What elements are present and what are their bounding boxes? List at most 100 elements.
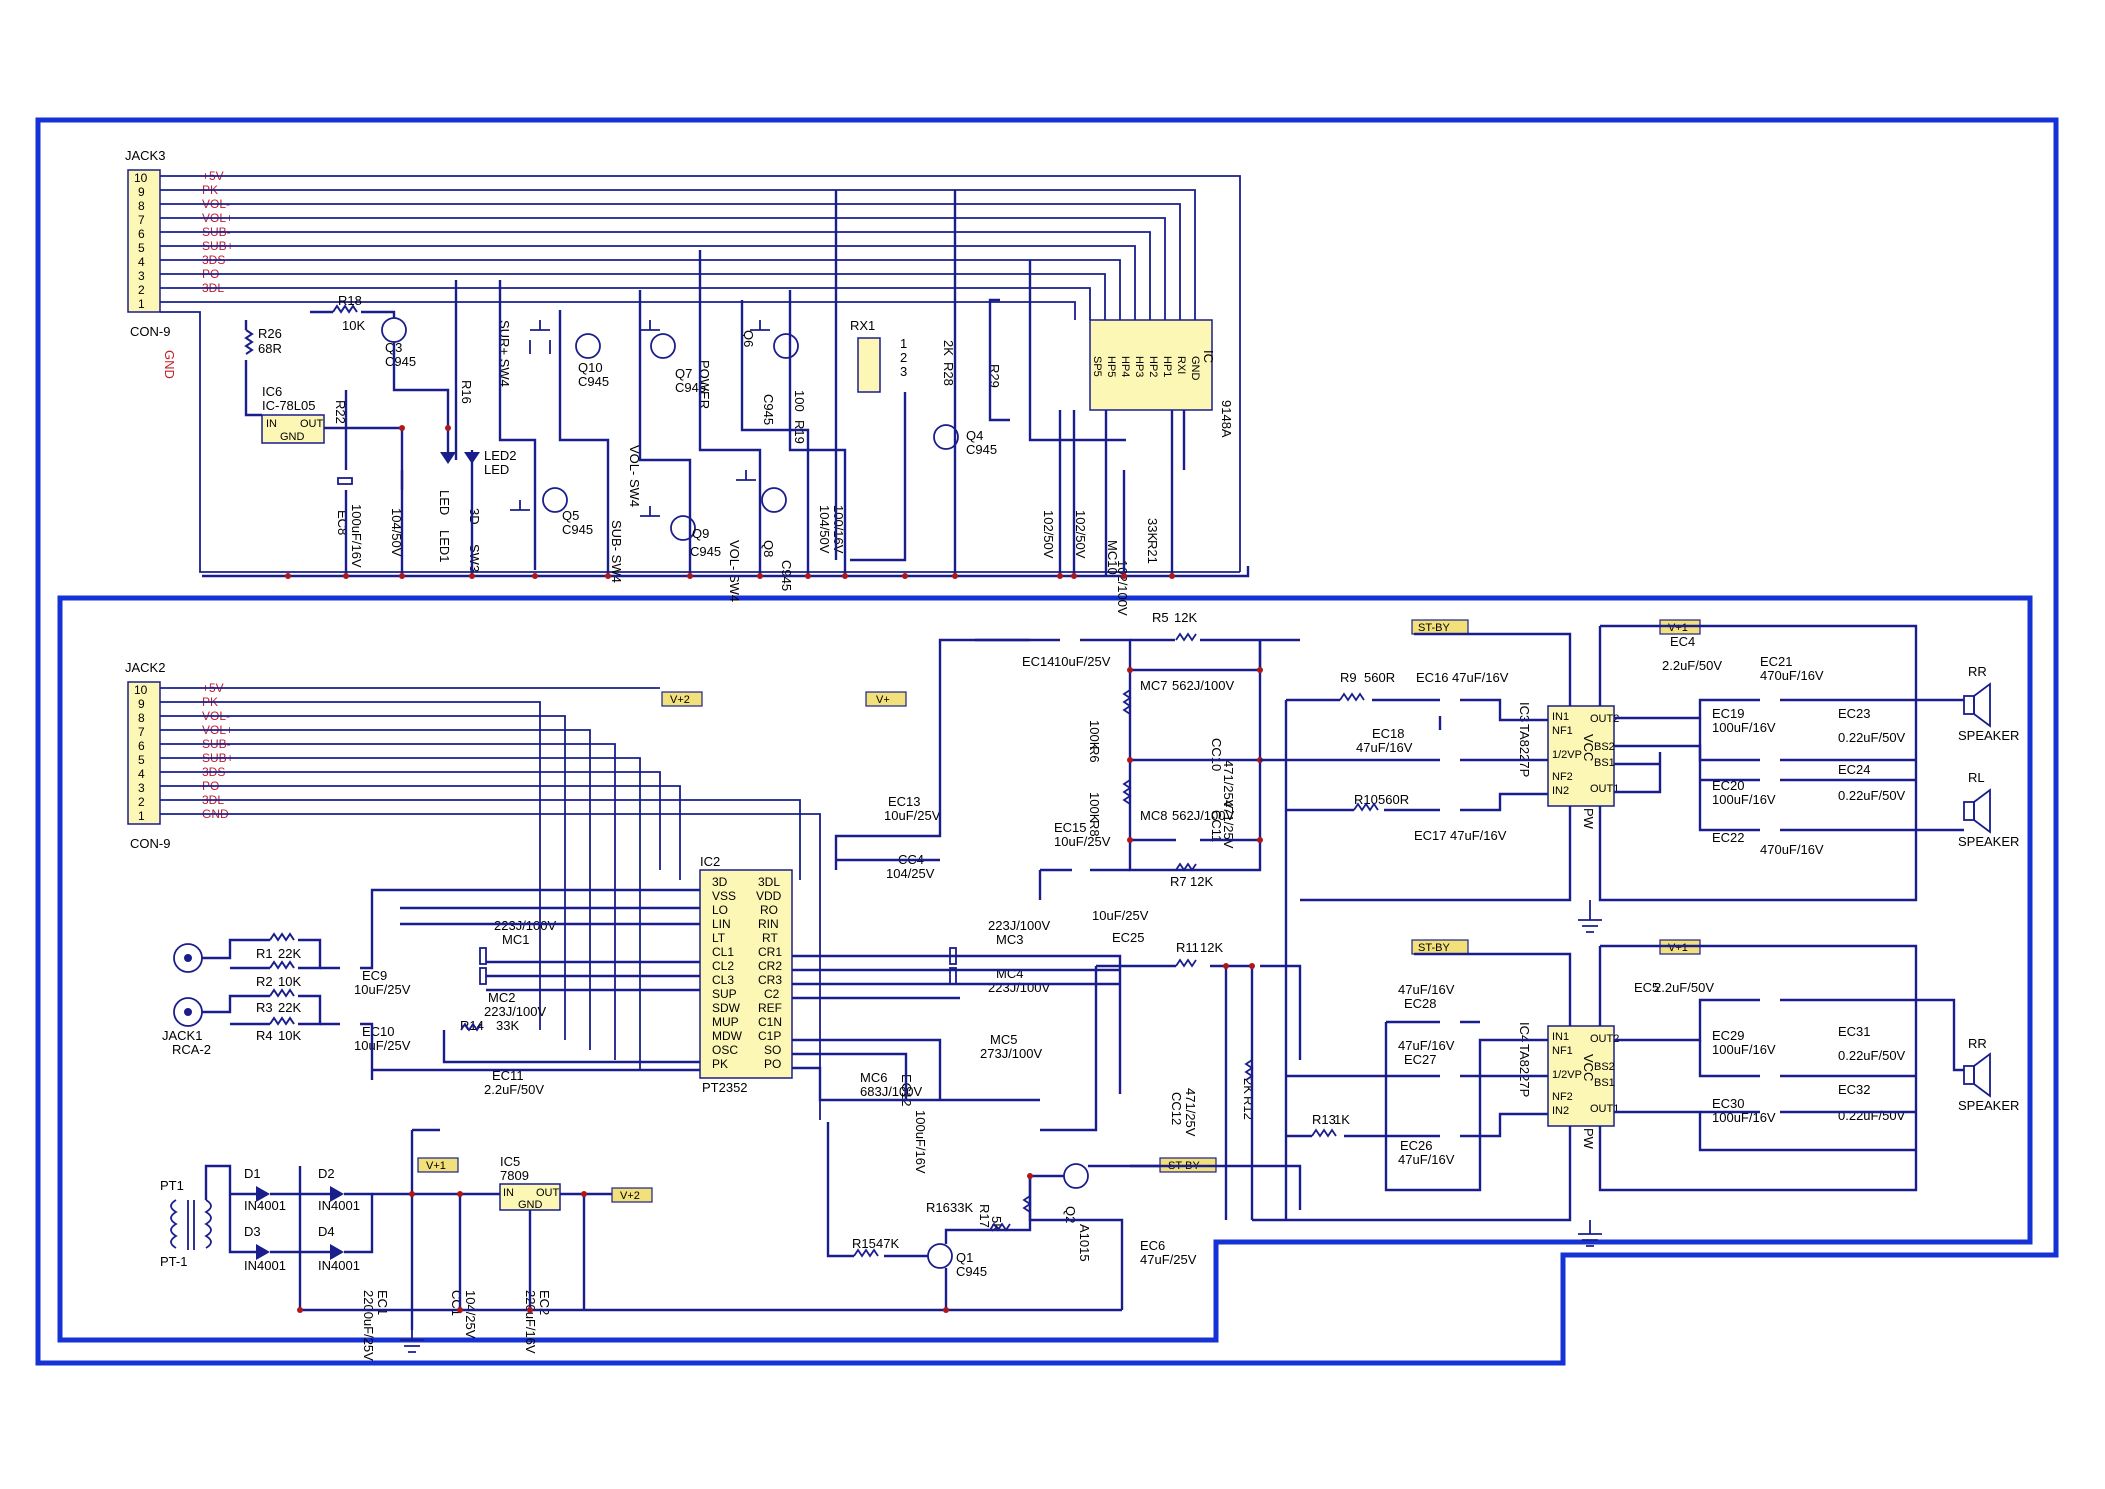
svg-text:NF2: NF2	[1552, 1091, 1573, 1103]
top-board-circuitry: R26 68R IC6 IC-78L05 IN OUT GND R18 10K …	[202, 190, 1250, 616]
svg-text:IN: IN	[503, 1187, 514, 1199]
svg-text:SO: SO	[764, 1043, 781, 1057]
svg-text:MC10: MC10	[1105, 540, 1120, 575]
svg-text:V+2: V+2	[670, 694, 690, 706]
svg-text:MC6: MC6	[860, 1070, 887, 1085]
board-outline-top	[35, 117, 2059, 1366]
svg-text:9: 9	[138, 697, 145, 711]
svg-text:10uF/25V: 10uF/25V	[1092, 908, 1149, 923]
svg-text:47uF/16V: 47uF/16V	[1398, 1038, 1455, 1053]
svg-text:MC7: MC7	[1140, 678, 1167, 693]
svg-text:D4: D4	[318, 1224, 335, 1239]
filter-wires	[975, 638, 1300, 1220]
svg-text:10uF/25V: 10uF/25V	[884, 808, 941, 823]
svg-text:VCC: VCC	[1581, 1054, 1596, 1081]
svg-text:273J/100V: 273J/100V	[980, 1046, 1042, 1061]
svg-text:MC4: MC4	[996, 966, 1023, 981]
svg-text:1: 1	[138, 809, 145, 823]
svg-text:ST-BY: ST-BY	[1418, 942, 1450, 954]
svg-text:2K: 2K	[1241, 1078, 1256, 1094]
led2-label: LED2	[484, 448, 517, 463]
jack3-gnd-label: GND	[162, 350, 177, 379]
svg-text:47uF/16V: 47uF/16V	[1356, 740, 1413, 755]
svg-text:JACK2: JACK2	[125, 660, 165, 675]
svg-text:EC11: EC11	[492, 1068, 524, 1083]
svg-text:EC29: EC29	[1712, 1028, 1745, 1043]
svg-text:CC10: CC10	[1209, 738, 1224, 771]
svg-text:47uF/16V: 47uF/16V	[1398, 1152, 1455, 1167]
amplifier-ic4: IN1 NF1 1/2VP NF2 IN2 OUT2 BS2 BS1 OUT1 …	[1517, 1022, 1619, 1150]
svg-text:BS1: BS1	[1594, 1077, 1615, 1089]
svg-text:PK: PK	[712, 1057, 728, 1071]
svg-text:EC17: EC17	[1414, 828, 1447, 843]
svg-text:47uF/16V: 47uF/16V	[1398, 982, 1455, 997]
svg-text:REF: REF	[758, 1001, 782, 1015]
svg-text:100uF/16V: 100uF/16V	[913, 1110, 928, 1174]
svg-text:10K: 10K	[278, 974, 301, 989]
svg-text:R8: R8	[1087, 820, 1102, 837]
svg-text:10uF/25V: 10uF/25V	[1054, 834, 1111, 849]
top-board-wires	[202, 190, 1250, 578]
svg-text:NF2: NF2	[1552, 771, 1573, 783]
svg-text:BS2: BS2	[1594, 741, 1615, 753]
top-board-switches	[510, 320, 770, 517]
svg-text:EC5: EC5	[1634, 980, 1659, 995]
svg-text:3DL: 3DL	[758, 875, 780, 889]
jack3-connector-type: CON-9	[130, 324, 170, 339]
svg-text:EC19: EC19	[1712, 706, 1745, 721]
svg-text:EC6: EC6	[1140, 1238, 1165, 1253]
svg-text:V+: V+	[876, 694, 890, 706]
svg-text:10uF/25V: 10uF/25V	[354, 982, 411, 997]
svg-text:EC25: EC25	[1112, 930, 1145, 945]
r18-label: R18	[338, 293, 362, 308]
svg-text:MC8: MC8	[1140, 808, 1167, 823]
svg-text:R12: R12	[1241, 1096, 1256, 1120]
svg-text:33K: 33K	[1145, 518, 1160, 541]
svg-text:47K: 47K	[876, 1236, 899, 1251]
svg-text:Q10: Q10	[578, 360, 603, 375]
svg-text:R4: R4	[256, 1028, 273, 1043]
svg-text:8: 8	[138, 711, 145, 725]
svg-text:33K: 33K	[496, 1018, 519, 1033]
svg-text:0.22uF/50V: 0.22uF/50V	[1838, 1108, 1906, 1123]
svg-text:C945: C945	[966, 442, 997, 457]
svg-text:BS2: BS2	[1594, 1061, 1615, 1073]
svg-text:471/25V: 471/25V	[1221, 800, 1236, 849]
svg-text:CC12: CC12	[1169, 1092, 1184, 1125]
svg-text:470uF/16V: 470uF/16V	[1760, 668, 1824, 683]
svg-text:3D: 3D	[467, 508, 482, 525]
svg-text:VOL- SW4: VOL- SW4	[627, 445, 642, 507]
svg-text:471/25V: 471/25V	[1183, 1088, 1198, 1137]
svg-text:100uF/16V: 100uF/16V	[1712, 720, 1776, 735]
svg-text:PT2352: PT2352	[702, 1080, 748, 1095]
svg-text:223J/100V: 223J/100V	[484, 1004, 546, 1019]
svg-text:TA8227P: TA8227P	[1517, 724, 1532, 777]
svg-text:BS1: BS1	[1594, 757, 1615, 769]
svg-text:1: 1	[138, 297, 145, 311]
jack3-bus-wires	[160, 175, 1241, 573]
svg-text:GND: GND	[280, 431, 305, 443]
svg-text:R19: R19	[792, 420, 807, 444]
svg-text:LT: LT	[712, 931, 726, 945]
svg-text:R13: R13	[1312, 1112, 1336, 1127]
svg-text:OUT2: OUT2	[1590, 1033, 1619, 1045]
svg-text:12K: 12K	[1174, 610, 1197, 625]
svg-text:R22: R22	[333, 400, 348, 424]
svg-text:12K: 12K	[1190, 874, 1213, 889]
jack3-pin-numbers: 10 9 8 7 6 5 4 3 2 1	[134, 171, 148, 311]
svg-text:NF1: NF1	[1552, 725, 1573, 737]
svg-text:SUB- SW4: SUB- SW4	[609, 520, 624, 583]
svg-text:MC3: MC3	[996, 932, 1023, 947]
svg-text:470uF/16V: 470uF/16V	[1760, 842, 1824, 857]
svg-text:MC1: MC1	[502, 932, 529, 947]
svg-text:EC1: EC1	[375, 1290, 390, 1315]
q3-type: C945	[385, 354, 416, 369]
svg-text:RXI: RXI	[1175, 356, 1187, 374]
svg-text:R16: R16	[926, 1200, 950, 1215]
svg-text:1K: 1K	[1334, 1112, 1350, 1127]
r26-value: 68R	[258, 341, 282, 356]
ic6-label: IC6	[262, 384, 282, 399]
svg-text:9: 9	[138, 185, 145, 199]
svg-text:LIN: LIN	[712, 917, 731, 931]
svg-text:104/50V: 104/50V	[389, 508, 404, 557]
